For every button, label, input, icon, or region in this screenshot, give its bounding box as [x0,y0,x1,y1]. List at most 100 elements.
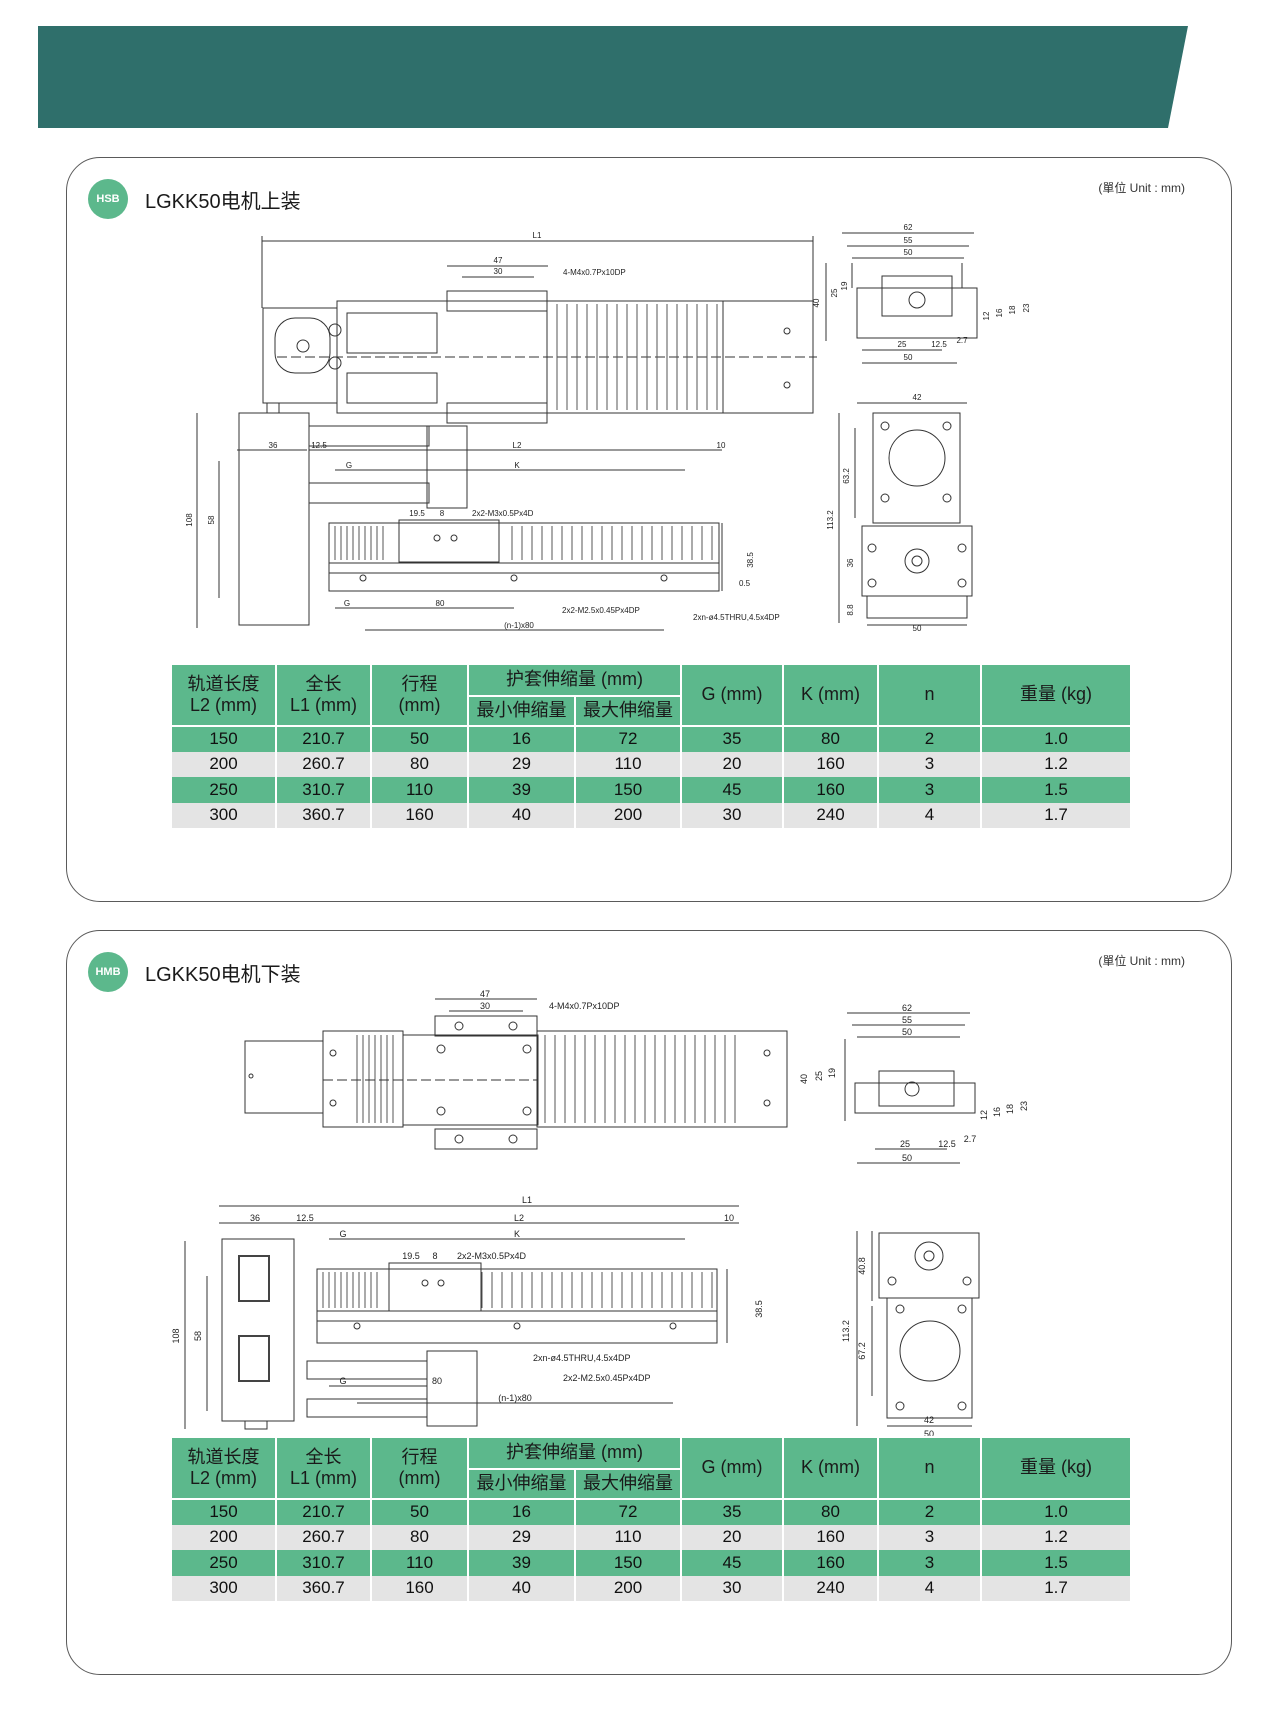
cell: 110 [370,1550,469,1576]
dim-w42: 42 [913,393,922,402]
motor-end-view-drawing: 40.8 113.2 67.2 42 50 [841,1231,980,1440]
motor-end-view-drawing: 42 113.2 63.2 36 8.8 50 [826,393,973,633]
dim-h113-2: 113.2 [841,1320,851,1342]
dim-h25: 25 [814,1071,824,1081]
cell: 40 [467,802,576,828]
cell: 35 [680,726,785,752]
cell: 1.2 [980,1524,1133,1550]
dim-50: 50 [902,1027,912,1037]
cell: 3 [877,1524,983,1550]
col-header-max: 最大伸缩量 [573,1468,683,1500]
table-row: 150 210.7 50 16 72 35 80 2 1.0 [170,726,1133,752]
cell: 200 [170,1524,277,1550]
cell: 1.2 [980,751,1133,777]
dim-10: 10 [724,1213,734,1223]
table-row: 250 310.7 110 39 150 45 160 3 1.5 [170,1550,1133,1576]
cell: 160 [370,1575,469,1601]
dim-w42: 42 [924,1415,934,1425]
col-header-bellows: 护套伸缩量 (mm) [466,1436,683,1470]
cell: 3 [877,751,983,777]
dim-55: 55 [904,236,913,245]
technical-drawing: L1 47 30 4-M4x0.7Px10DP [185,223,1031,633]
section-badge: HMB [88,952,128,992]
spec-table: 轨道长度 L2 (mm) 全长 L1 (mm) 行程 (mm) 护套伸缩量 (m… [170,1436,1133,1601]
dim-80: 80 [432,1376,442,1386]
side-view-drawing: L1 36 12.5 L2 10 G K 19.5 8 2x2-M3x0.5Px… [171,1195,764,1430]
cell: 260.7 [275,751,372,777]
dim-62: 62 [902,1003,912,1013]
cell: 360.7 [275,1575,372,1601]
cell: 50 [370,726,469,752]
cell: 160 [782,1550,880,1576]
dim-h25: 25 [830,288,839,297]
section-hmb: HMB LGKK50电机下装 (單位 Unit : mm) 47 30 4-M4… [66,930,1232,1675]
cell: 20 [680,1524,785,1550]
cell: 80 [782,726,880,752]
cell: 3 [877,1550,983,1576]
cell: 200 [573,802,683,828]
col-header-g: G (mm) [680,663,785,727]
dim-h16: 16 [992,1107,1002,1117]
tap-note-top: 4-M4x0.7Px10DP [563,268,626,277]
dim-36: 36 [269,441,278,450]
dim-h19: 19 [827,1068,837,1078]
cell: 30 [680,802,785,828]
cell: 29 [467,1524,576,1550]
cell: 300 [170,802,277,828]
cell: 160 [782,777,880,803]
dim-h108: 108 [185,513,194,527]
dim-k: K [514,1229,520,1239]
col-header-k: K (mm) [782,663,880,727]
cell: 310.7 [275,777,372,803]
cell: 110 [370,777,469,803]
cell: 2 [877,1499,983,1525]
cell: 40 [467,1575,576,1601]
cell: 45 [680,777,785,803]
cell: 200 [573,1575,683,1601]
dim-12-5: 12.5 [296,1213,314,1223]
tap-note-top: 4-M4x0.7Px10DP [549,1001,620,1011]
dim-h63-2: 63.2 [842,468,851,484]
dim-62: 62 [904,223,913,232]
technical-drawing: 47 30 4-M4x0.7Px10DP [171,989,1029,1440]
dim-g-top: G [339,1229,346,1239]
table-row: 300 360.7 160 40 200 30 240 4 1.7 [170,802,1133,828]
cell: 250 [170,1550,277,1576]
cell: 2 [877,726,983,752]
dim-h19: 19 [840,281,849,290]
col-header-stroke: 行程 (mm) [370,663,469,727]
col-header-g: G (mm) [680,1436,785,1500]
cell: 16 [467,726,576,752]
cell: 1.5 [980,1550,1133,1576]
dim-g-bottom: G [344,599,350,608]
dim-55: 55 [902,1015,912,1025]
cell: 1.7 [980,1575,1133,1601]
cell: 250 [170,777,277,803]
dim-h12: 12 [982,311,991,320]
dim-h40: 40 [799,1074,809,1084]
table-row: 200 260.7 80 29 110 20 160 3 1.2 [170,1524,1133,1550]
dim-h23: 23 [1022,303,1031,312]
dim-b12-5: 12.5 [931,340,947,349]
cell: 310.7 [275,1550,372,1576]
dim-h67-2: 67.2 [857,1342,867,1360]
dim-h12: 12 [979,1110,989,1120]
cell: 200 [170,751,277,777]
section-title: LGKK50电机上装 [145,191,301,213]
col-header-weight: 重量 (kg) [980,663,1133,727]
dim-0-5: 0.5 [739,579,751,588]
dim-pitch: (n-1)x80 [498,1393,532,1403]
cell: 35 [680,1499,785,1525]
dim-80: 80 [436,599,445,608]
section-title: LGKK50电机下装 [145,964,301,986]
dim-h113-2: 113.2 [826,510,835,530]
dim-b25: 25 [898,340,907,349]
dim-h108: 108 [171,1328,181,1343]
dim-h58: 58 [207,515,216,524]
cell: 1.0 [980,1499,1133,1525]
dim-h23: 23 [1019,1101,1029,1111]
dim-8: 8 [440,509,445,518]
dim-36: 36 [250,1213,260,1223]
dim-8: 8 [432,1251,437,1261]
dim-30: 30 [480,1001,490,1011]
